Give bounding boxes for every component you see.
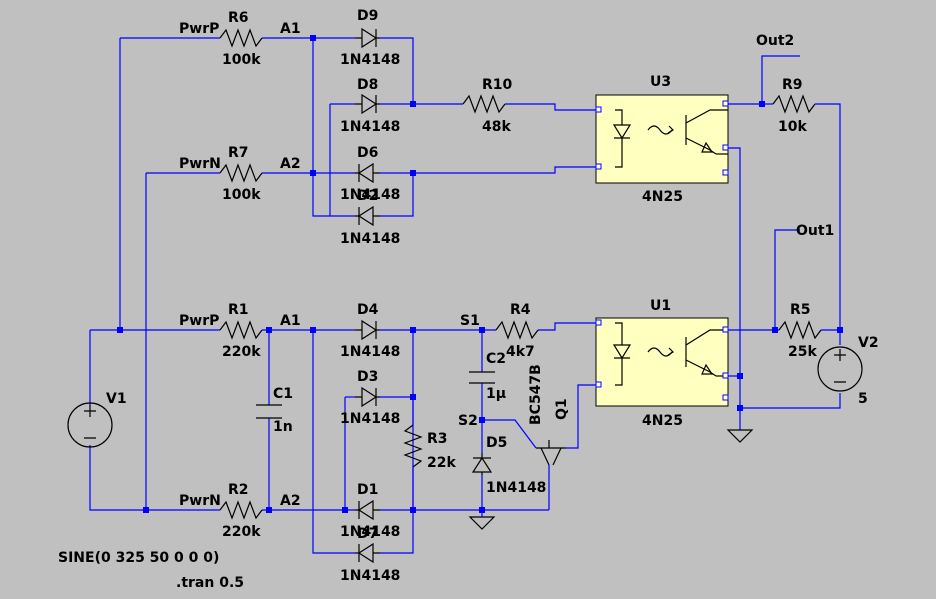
- d5-ref: D5: [486, 435, 507, 451]
- d7-ref: D7: [357, 526, 378, 542]
- net-label-out1: Out1: [796, 223, 834, 239]
- diode-d3[interactable]: [355, 386, 380, 408]
- diode-d9[interactable]: [355, 27, 380, 49]
- net-label-a1-bot: A1: [280, 313, 301, 329]
- resistor-r1[interactable]: [219, 320, 263, 340]
- r10-ref: R10: [482, 77, 513, 93]
- tran-directive: .tran 0.5: [176, 575, 244, 591]
- optocoupler-u3[interactable]: [595, 94, 729, 184]
- r2-value: 220k: [222, 524, 261, 540]
- net-label-a1-top: A1: [280, 21, 301, 37]
- c2-ref: C2: [486, 351, 506, 367]
- diode-d7[interactable]: [355, 542, 380, 564]
- v2-value: 5: [858, 391, 868, 407]
- q1-ref: Q1: [554, 398, 570, 420]
- v2-ref: V2: [858, 335, 879, 351]
- transistor-q1[interactable]: [536, 440, 566, 466]
- net-label-pwrp-bot: PwrP: [179, 313, 219, 329]
- u1-ref: U1: [650, 298, 671, 314]
- net-label-a2-bot: A2: [280, 493, 301, 509]
- resistor-r6[interactable]: [219, 28, 263, 48]
- d8-ref: D8: [357, 77, 378, 93]
- diode-d1[interactable]: [355, 499, 380, 521]
- d2-ref: D2: [357, 188, 378, 204]
- capacitor-c2[interactable]: [469, 371, 495, 384]
- d6-ref: D6: [357, 145, 378, 161]
- d1-value: 1N4148: [340, 524, 400, 540]
- net-label-pwrp-top: PwrP: [179, 21, 219, 37]
- labels: PwrP PwrN PwrP PwrN A1 A2 A1 A2 S1 S2 Ou…: [58, 8, 879, 591]
- source-spec: SINE(0 325 50 0 0 0): [58, 550, 219, 566]
- ground-symbol-u1: [726, 429, 754, 443]
- r5-ref: R5: [790, 302, 811, 318]
- resistor-r4[interactable]: [495, 320, 539, 340]
- c1-value: 1n: [273, 419, 293, 435]
- r5-value: 25k: [788, 344, 817, 360]
- r9-value: 10k: [778, 119, 807, 135]
- capacitor-c1[interactable]: [256, 404, 282, 419]
- d3-ref: D3: [357, 369, 378, 385]
- optocoupler-u1[interactable]: [595, 317, 729, 407]
- c1-ref: C1: [273, 386, 293, 402]
- diode-d6[interactable]: [355, 162, 380, 184]
- resistor-r10[interactable]: [462, 94, 506, 114]
- diode-d5[interactable]: [471, 453, 493, 475]
- resistor-r5[interactable]: [778, 320, 822, 340]
- d7-value: 1N4148: [340, 568, 400, 584]
- d4-ref: D4: [357, 302, 379, 318]
- u3-ref: U3: [650, 74, 671, 90]
- voltage-source-v1[interactable]: [67, 402, 113, 448]
- r4-ref: R4: [510, 302, 531, 318]
- resistor-r7[interactable]: [219, 163, 263, 183]
- d6-value: 1N4148: [340, 187, 400, 203]
- net-label-pwrn-bot: PwrN: [179, 493, 221, 509]
- r6-value: 100k: [222, 52, 261, 68]
- net-label-s2: S2: [458, 413, 478, 429]
- r10-value: 48k: [482, 119, 511, 135]
- r7-value: 100k: [222, 187, 261, 203]
- resistor-r9[interactable]: [772, 94, 816, 114]
- v1-ref: V1: [106, 391, 127, 407]
- r1-value: 220k: [222, 344, 261, 360]
- u1-value: 4N25: [642, 413, 683, 429]
- r3-ref: R3: [427, 431, 448, 447]
- d9-ref: D9: [357, 8, 378, 24]
- r2-ref: R2: [228, 482, 249, 498]
- c2-value: 1µ: [486, 386, 506, 402]
- d2-value: 1N4148: [340, 231, 400, 247]
- diode-d4[interactable]: [355, 319, 380, 341]
- r3-value: 22k: [427, 455, 456, 471]
- voltage-source-v2[interactable]: [817, 346, 863, 392]
- r9-ref: R9: [782, 77, 803, 93]
- net-label-s1: S1: [460, 313, 480, 329]
- diode-d2[interactable]: [355, 205, 380, 227]
- junctions: [117, 35, 843, 513]
- d5-value: 1N4148: [486, 480, 546, 496]
- d4-value: 1N4148: [340, 344, 400, 360]
- net-label-a2-top: A2: [280, 156, 301, 172]
- resistor-r2[interactable]: [219, 500, 263, 520]
- resistor-r3[interactable]: [403, 397, 423, 510]
- d1-ref: D1: [357, 482, 378, 498]
- net-label-out2: Out2: [756, 33, 794, 49]
- r4-value: 4k7: [506, 344, 535, 360]
- r6-ref: R6: [228, 10, 249, 26]
- r7-ref: R7: [228, 145, 249, 161]
- d3-value: 1N4148: [340, 411, 400, 427]
- net-label-pwrn-top: PwrN: [179, 156, 221, 172]
- r1-ref: R1: [228, 302, 249, 318]
- d8-value: 1N4148: [340, 119, 400, 135]
- diode-d8[interactable]: [355, 93, 380, 115]
- q1-value: BC547B: [528, 364, 544, 425]
- d9-value: 1N4148: [340, 52, 400, 68]
- ground-symbol-d5: [468, 515, 496, 530]
- u3-value: 4N25: [642, 189, 683, 205]
